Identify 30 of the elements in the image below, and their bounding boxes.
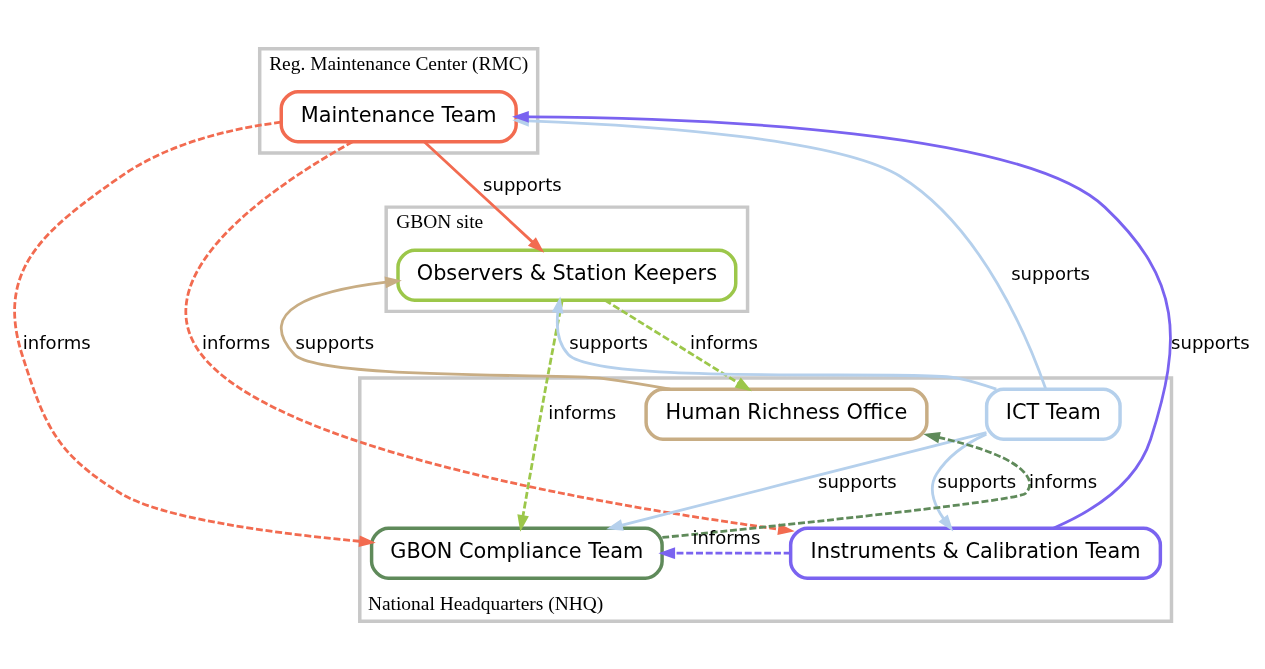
arrow	[658, 546, 791, 559]
node-box: ICT Team	[984, 386, 1122, 441]
edge-label: informs	[548, 401, 617, 423]
edge-label: supports	[569, 331, 648, 353]
edge-label: supports	[1011, 262, 1090, 284]
edge-label: supports	[937, 470, 1017, 492]
arrow	[13, 120, 376, 547]
node-box: GBON Compliance Team	[369, 525, 664, 580]
edge-label: supports	[483, 173, 562, 195]
arrow	[606, 430, 987, 531]
arrow	[662, 431, 1032, 539]
edge-label: supports	[295, 331, 375, 353]
edge-label: informs	[689, 331, 758, 353]
node-box: Instruments & Calibration Team	[788, 525, 1163, 580]
edge-label: supports	[818, 470, 897, 492]
arrow	[930, 432, 987, 531]
node-box: Human Richness Office	[644, 386, 929, 441]
edge-label: informs	[202, 331, 271, 353]
arrow	[184, 140, 795, 535]
node-box: Maintenance Team	[279, 89, 518, 144]
arrow	[604, 298, 752, 391]
arrow	[551, 295, 997, 390]
arrow	[280, 276, 671, 390]
arrow	[517, 299, 564, 532]
edge-label: supports	[1171, 331, 1250, 353]
arrow	[423, 140, 545, 253]
node-box: Observers & Station Keepers	[396, 248, 738, 302]
edge-label: informs	[692, 526, 761, 548]
edge-label: informs	[1029, 470, 1098, 492]
edge-label: informs	[22, 331, 91, 353]
